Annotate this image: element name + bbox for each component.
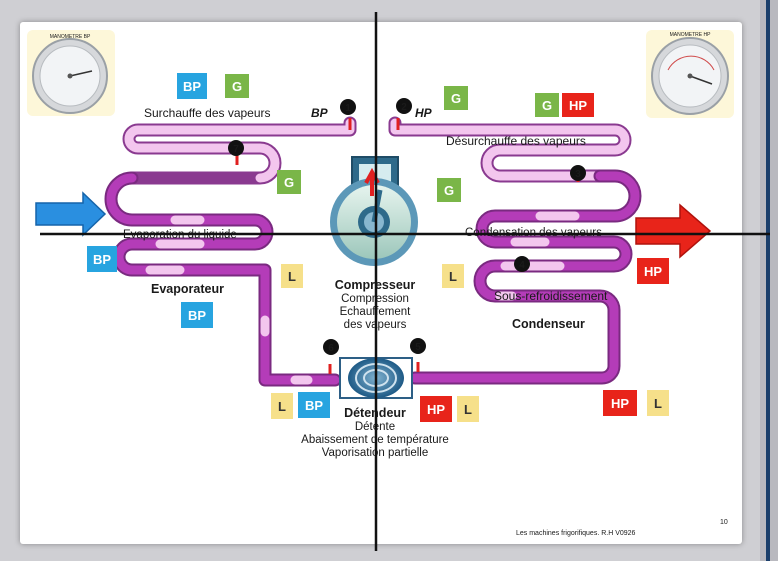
svg-text:2: 2 <box>401 102 407 113</box>
svg-text:1: 1 <box>345 103 351 114</box>
marker-2: 2 <box>396 98 412 114</box>
footer-source: Les machines frigorifiques. R.H V0926 <box>516 530 636 537</box>
high-gauge-label: MANOMETRE HP <box>670 32 712 38</box>
svg-text:BP: BP <box>188 308 206 323</box>
svg-text:HP: HP <box>644 264 662 279</box>
compressor <box>330 156 418 266</box>
svg-text:L: L <box>449 269 457 284</box>
tag-l-bottom-right: L <box>647 390 669 416</box>
svg-text:L: L <box>464 402 472 417</box>
svg-text:BP: BP <box>305 398 323 413</box>
tag-g-mid: G <box>437 178 461 202</box>
tag-bp-top: BP <box>177 73 207 99</box>
tag-l-right: L <box>442 264 464 288</box>
high-pressure-gauge: MANOMETRE HP <box>646 30 734 118</box>
label-bp-point: BP <box>311 106 329 120</box>
svg-text:7: 7 <box>233 144 239 155</box>
label-evaporateur: Evaporateur <box>151 282 224 296</box>
marker-3: 3 <box>570 165 586 181</box>
svg-text:G: G <box>284 175 294 190</box>
svg-text:HP: HP <box>427 402 445 417</box>
svg-text:G: G <box>542 98 552 113</box>
svg-text:HP: HP <box>569 98 587 113</box>
tag-bp-bottom: BP <box>298 392 330 418</box>
svg-text:BP: BP <box>93 252 111 267</box>
svg-text:HP: HP <box>611 396 629 411</box>
evaporator-coil <box>104 116 357 387</box>
tag-bp-left: BP <box>87 246 117 272</box>
marker-5: 5 <box>410 338 426 354</box>
svg-text:L: L <box>288 269 296 284</box>
svg-text:3: 3 <box>575 169 581 180</box>
slide <box>20 22 742 544</box>
svg-text:L: L <box>278 399 286 414</box>
page-number: 10 <box>720 519 728 526</box>
svg-text:L: L <box>654 396 662 411</box>
marker-6: 6 <box>323 339 339 355</box>
svg-text:G: G <box>451 91 461 106</box>
tag-bp-evaporator: BP <box>181 302 213 328</box>
label-condenseur: Condenseur <box>512 317 585 331</box>
tag-l-left: L <box>281 264 303 288</box>
tag-g-hp-group: G <box>535 93 559 117</box>
condenser-coil <box>388 116 642 385</box>
svg-text:BP: BP <box>183 79 201 94</box>
label-desurchauffe: Désurchauffe des vapeurs <box>446 134 586 148</box>
label-surchauffe: Surchauffe des vapeurs <box>144 106 271 120</box>
marker-7: 7 <box>228 140 244 156</box>
tag-hp-bottom-right: HP <box>603 390 637 416</box>
marker-4: 4 <box>514 256 530 272</box>
label-hp-point: HP <box>415 106 433 120</box>
label-sous-refroidissement: Sous-refroidissement <box>494 289 608 303</box>
svg-text:5: 5 <box>415 342 421 353</box>
tag-g-evap: G <box>277 170 301 194</box>
inlet-arrow <box>35 191 107 237</box>
marker-1: 1 <box>340 99 356 115</box>
tag-g-top-left: G <box>225 74 249 98</box>
tag-hp-bottom: HP <box>420 396 452 422</box>
tag-l-bottom-mid: L <box>457 396 479 422</box>
crosshair <box>40 12 770 551</box>
tag-g-top-right: G <box>444 86 468 110</box>
tag-l-bottom-left: L <box>271 393 293 419</box>
window-scrollbar[interactable] <box>766 0 770 561</box>
tag-hp-top: HP <box>562 93 594 117</box>
outlet-arrow <box>635 203 712 259</box>
low-gauge-label: MANOMETRE BP <box>50 34 91 40</box>
tag-hp-right: HP <box>637 258 669 284</box>
low-pressure-gauge: MANOMETRE BP <box>27 30 115 116</box>
svg-text:G: G <box>444 183 454 198</box>
svg-text:G: G <box>232 79 242 94</box>
svg-text:4: 4 <box>519 260 525 271</box>
svg-text:6: 6 <box>328 343 334 354</box>
